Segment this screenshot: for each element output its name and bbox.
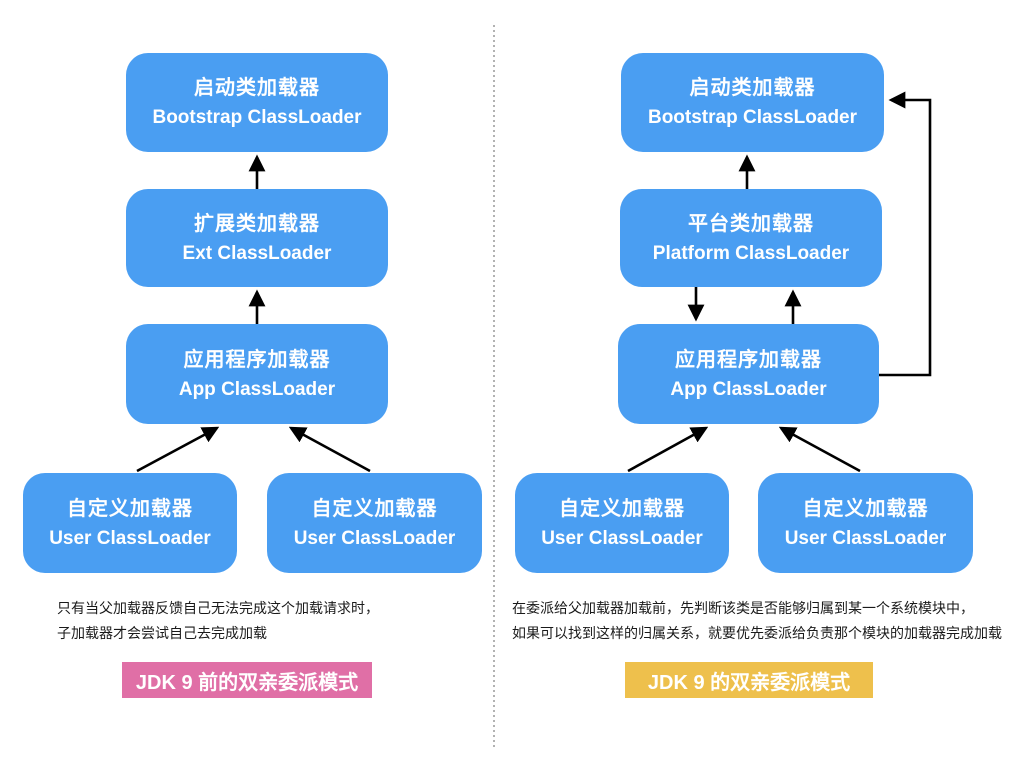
node-label-en: User ClassLoader xyxy=(49,527,211,549)
node-label-cn: 自定义加载器 xyxy=(311,497,438,520)
node-label-en: Ext ClassLoader xyxy=(182,242,332,264)
node-user-classloader-right-2: 自定义加载器 User ClassLoader xyxy=(758,473,973,573)
arrow-userright-to-app-right xyxy=(778,426,861,473)
node-bootstrap-classloader-right: 启动类加载器 Bootstrap ClassLoader xyxy=(621,53,884,152)
node-label-en: Platform ClassLoader xyxy=(652,242,850,264)
arrow-userleft-to-app-left xyxy=(136,426,220,473)
note-line: 如果可以找到这样的归属关系，就要优先委派给负责那个模块的加载器完成加载 xyxy=(512,625,1002,641)
node-label-en: Bootstrap ClassLoader xyxy=(647,107,858,128)
arrow-userright-to-app-left xyxy=(288,426,371,473)
arrow-app-to-bootstrap-bypass xyxy=(879,91,932,377)
node-label-cn: 自定义加载器 xyxy=(559,497,685,520)
right-model-caption: JDK 9 的双亲委派模式 xyxy=(625,662,873,698)
left-model-caption: JDK 9 前的双亲委派模式 xyxy=(122,662,372,698)
node-label-en: User ClassLoader xyxy=(541,527,703,549)
node-label-en: Bootstrap ClassLoader xyxy=(152,107,362,128)
arrow-userleft-to-app-right xyxy=(627,426,709,473)
node-app-classloader-right: 应用程序加载器 App ClassLoader xyxy=(618,324,879,424)
node-label-cn: 应用程序加载器 xyxy=(675,348,822,371)
node-label-en: App ClassLoader xyxy=(178,378,336,400)
node-label-cn: 启动类加载器 xyxy=(689,77,816,99)
node-user-classloader-left-2: 自定义加载器 User ClassLoader xyxy=(267,473,482,573)
node-label-cn: 自定义加载器 xyxy=(802,497,929,520)
left-model-note: 只有当父加载器反馈自己无法完成这个加载请求时， 子加载器才会尝试自己去完成加载 xyxy=(57,596,379,646)
node-label-en: User ClassLoader xyxy=(784,527,947,549)
node-label-en: App ClassLoader xyxy=(670,378,827,400)
node-ext-classloader: 扩展类加载器 Ext ClassLoader xyxy=(126,189,388,287)
node-label-en: User ClassLoader xyxy=(293,527,456,549)
node-user-classloader-left-1: 自定义加载器 User ClassLoader xyxy=(23,473,237,573)
node-platform-classloader: 平台类加载器 Platform ClassLoader xyxy=(620,189,882,287)
right-model-note: 在委派给父加载器加载前，先判断该类是否能够归属到某一个系统模块中， 如果可以找到… xyxy=(512,596,1002,646)
note-line: 在委派给父加载器加载前，先判断该类是否能够归属到某一个系统模块中， xyxy=(512,600,974,616)
node-label-cn: 平台类加载器 xyxy=(688,212,814,235)
note-line: 子加载器才会尝试自己去完成加载 xyxy=(57,625,267,641)
node-label-cn: 自定义加载器 xyxy=(67,497,193,520)
note-line: 只有当父加载器反馈自己无法完成这个加载请求时， xyxy=(57,600,379,616)
node-label-cn: 扩展类加载器 xyxy=(194,212,320,235)
node-label-cn: 应用程序加载器 xyxy=(183,348,331,371)
node-app-classloader-left: 应用程序加载器 App ClassLoader xyxy=(126,324,388,424)
node-user-classloader-right-1: 自定义加载器 User ClassLoader xyxy=(515,473,729,573)
node-bootstrap-classloader-left: 启动类加载器 Bootstrap ClassLoader xyxy=(126,53,388,152)
node-label-cn: 启动类加载器 xyxy=(194,77,320,99)
